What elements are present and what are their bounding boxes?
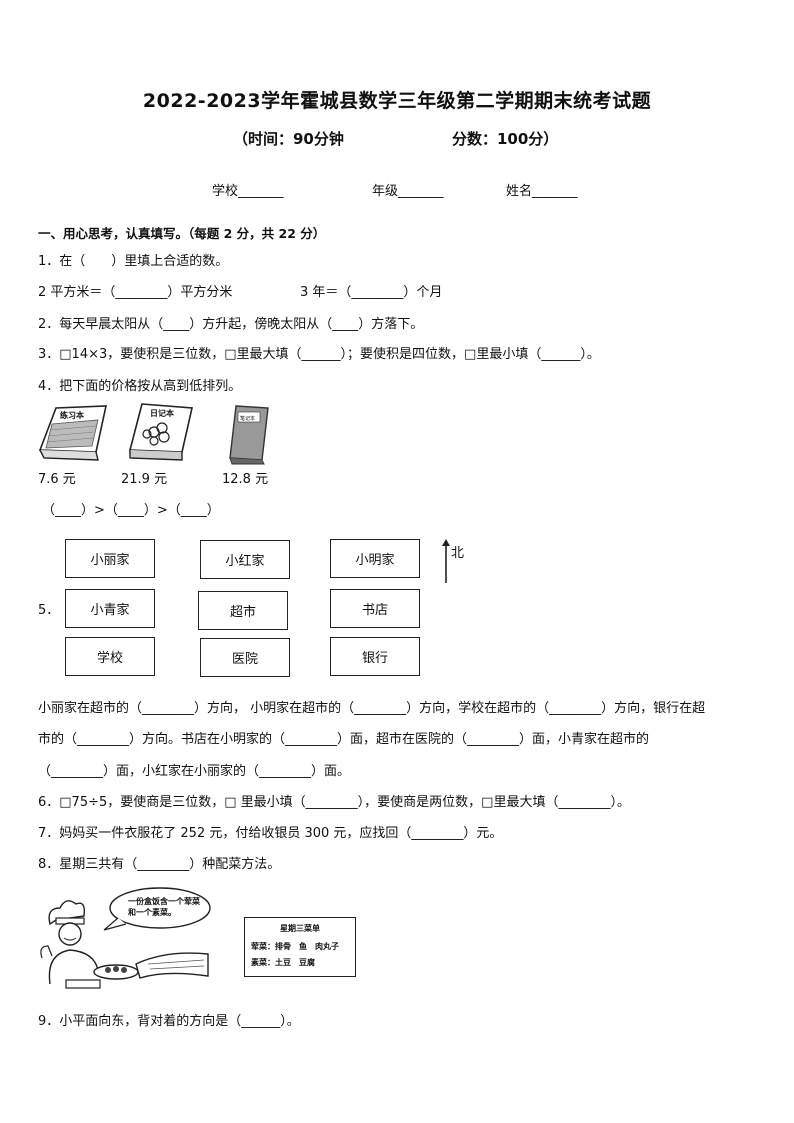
section-heading: 一、用心思考，认真填写。（每题 2 分，共 22 分） <box>38 226 326 241</box>
map-cell-xiaoli-home: 小丽家 <box>65 539 155 578</box>
menu-title: 星期三菜单 <box>280 924 320 933</box>
question-1a: 2 平方米＝（________）平方分米 <box>38 285 233 300</box>
menu-veg-line: 素菜：土豆 豆腐 <box>251 958 315 967</box>
exam-title: 2022-2023学年霍城县数学三年级第二学期期末统考试题 <box>142 90 652 112</box>
map-cell-xiaohong-home: 小红家 <box>200 540 290 579</box>
price-diary: 21.9 元 <box>121 472 168 487</box>
question-1b: 3 年＝（________）个月 <box>300 285 443 300</box>
question-9: 9．小平面向东，背对着的方向是（______）。 <box>38 1014 300 1029</box>
price-notebook: 12.8 元 <box>222 472 269 487</box>
menu-meat-line: 荤菜：排骨 鱼 肉丸子 <box>251 942 339 951</box>
score-label: 分数：100分） <box>452 130 559 148</box>
map-cell-xiaoming-home: 小明家 <box>330 539 420 578</box>
chef-speech-text: 一份盒饭含一个荤菜和一个素菜。 <box>128 897 200 917</box>
map-cell-bookstore: 书店 <box>330 589 420 628</box>
question-8: 8．星期三共有（________）种配菜方法。 <box>38 857 281 872</box>
question-5-line-2: 市的（________）方向。书店在小明家的（________）面，超市在医院的… <box>38 732 650 747</box>
map-cell-bank: 银行 <box>330 637 420 676</box>
school-field: 学校_______ <box>212 184 284 199</box>
map-cell-school: 学校 <box>65 637 155 676</box>
question-5-line-1: 小丽家在超市的（________）方向， 小明家在超市的（________）方向… <box>38 701 706 716</box>
map-cell-hospital: 医院 <box>200 638 290 677</box>
notebook-image: 笔记本 <box>229 405 269 465</box>
question-7: 7．妈妈买一件衣服花了 252 元，付给收银员 300 元，应找回（______… <box>38 826 503 841</box>
diary-book-cover-text: 日记本 <box>150 408 174 418</box>
chef-illustration <box>40 887 211 989</box>
menu-card: 星期三菜单 荤菜：排骨 鱼 肉丸子 素菜：土豆 豆腐 <box>244 917 356 977</box>
question-4: 4．把下面的价格按从高到低排列。 <box>38 379 242 394</box>
map-cell-supermarket: 超市 <box>198 591 288 630</box>
question-5-line-3: （________）面，小红家在小丽家的（________）面。 <box>38 764 351 779</box>
question-3: 3．□14×3，要使积是三位数，□里最大填（______）；要使积是四位数，□里… <box>38 347 600 362</box>
question-6: 6．□75÷5，要使商是三位数，□ 里最小填（________），要使商是两位数… <box>38 795 630 810</box>
diary-book-image: 日记本 <box>128 403 193 461</box>
exercise-book-cover-text: 练习本 <box>60 410 84 420</box>
notebook-cover-text: 笔记本 <box>240 415 255 422</box>
question-1: 1．在（ ）里填上合适的数。 <box>38 254 229 269</box>
north-label: 北 <box>451 546 465 561</box>
exercise-book-image: 练习本 <box>38 405 108 461</box>
time-label: （时间：90分钟 <box>233 130 344 148</box>
map-cell-xiaoqing-home: 小青家 <box>65 589 155 628</box>
question-2: 2．每天早晨太阳从（____）方升起，傍晚太阳从（____）方落下。 <box>38 317 424 332</box>
grade-field: 年级_______ <box>372 184 444 199</box>
price-order-blanks: （____）>（____）>（____） <box>42 503 220 518</box>
price-exercise-book: 7.6 元 <box>38 472 76 487</box>
question-5-number: 5． <box>38 603 60 618</box>
north-arrow-icon <box>442 539 450 583</box>
name-field: 姓名_______ <box>506 184 578 199</box>
